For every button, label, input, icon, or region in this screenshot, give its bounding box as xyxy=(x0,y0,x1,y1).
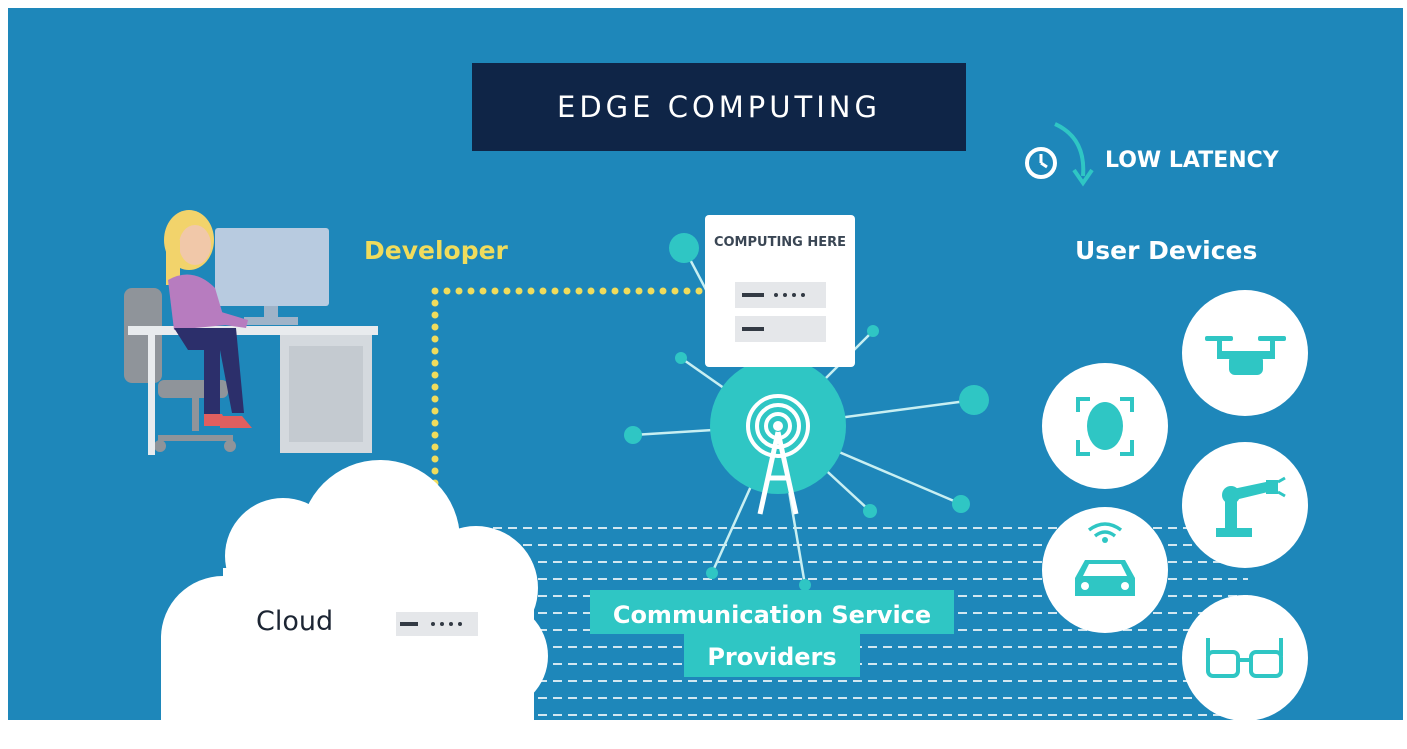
face-recognition-icon xyxy=(1042,363,1168,489)
communication-service-providers-label: Communication Service Providers xyxy=(612,601,932,671)
cell-tower-icon xyxy=(710,358,846,515)
clock-down-arrow-icon xyxy=(1025,122,1094,187)
title-banner: EDGE COMPUTING xyxy=(472,63,966,151)
connected-car-icon xyxy=(1042,507,1168,633)
edge-server-card xyxy=(705,215,855,367)
drone-icon xyxy=(1182,290,1308,416)
developer-connection-dots xyxy=(431,287,703,559)
developer-at-desk-icon xyxy=(124,210,378,455)
edge-computing-diagram: EDGE COMPUTING LOW LATENCY Developer Use… xyxy=(8,8,1403,720)
network-nodes xyxy=(624,233,989,591)
smart-glasses-icon xyxy=(1182,595,1308,720)
robot-arm-icon xyxy=(1182,442,1308,568)
computing-here-label: COMPUTING HERE xyxy=(713,235,847,250)
cloud-label: Cloud xyxy=(256,606,334,637)
developer-label: Developer xyxy=(364,236,508,265)
user-devices-label: User Devices xyxy=(1075,236,1258,265)
page-title: EDGE COMPUTING xyxy=(557,90,881,124)
low-latency-label: LOW LATENCY xyxy=(1105,148,1279,173)
csp-highlight-top xyxy=(590,590,954,634)
csp-highlight-bottom xyxy=(684,632,860,677)
cloud-shape xyxy=(161,460,548,720)
communication-service-providers-box: Communication Service Providers xyxy=(590,584,954,677)
